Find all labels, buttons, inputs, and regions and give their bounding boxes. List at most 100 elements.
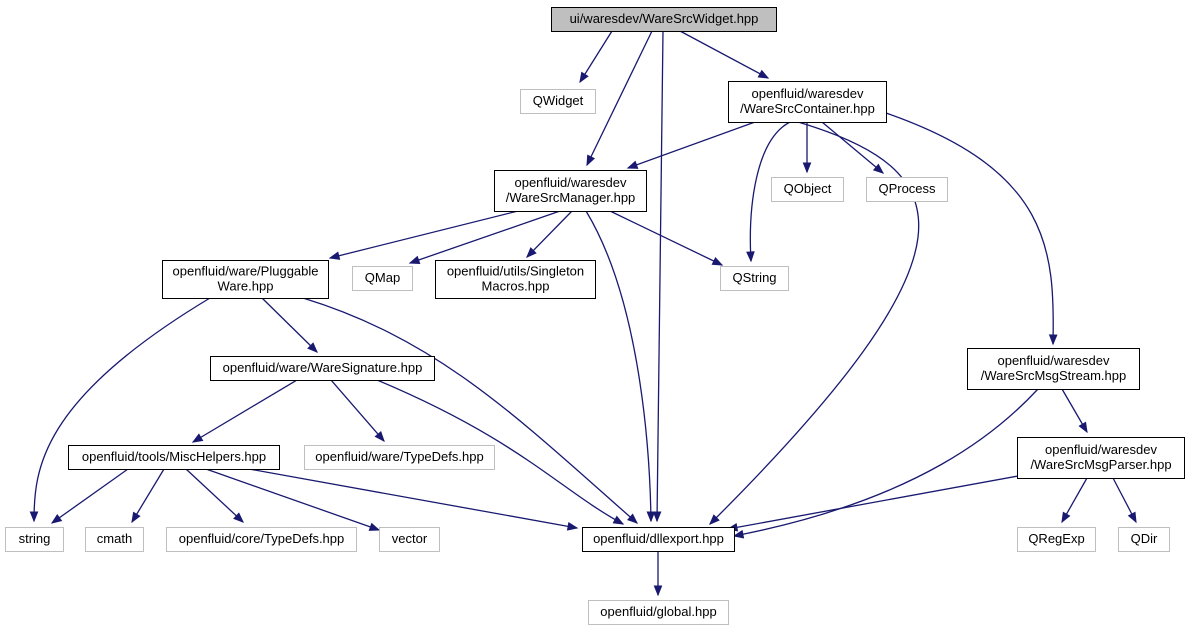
node-box bbox=[967, 348, 1140, 390]
node-signature[interactable]: openfluid/ware/WareSignature.hpp bbox=[210, 356, 435, 381]
node-manager[interactable]: openfluid/waresdev/WareSrcManager.hpp bbox=[494, 170, 647, 212]
edge-line bbox=[749, 121, 791, 262]
arrow-head bbox=[191, 433, 204, 443]
edges-layer bbox=[29, 30, 1137, 597]
edge-line bbox=[579, 30, 613, 83]
node-label: openfluid/utils/Singleton bbox=[447, 264, 584, 279]
node-label: QObject bbox=[784, 181, 832, 196]
edge-root-to-dllexport bbox=[652, 30, 664, 523]
edge-container-to-qobject bbox=[802, 122, 812, 174]
node-box bbox=[166, 527, 357, 552]
edge-line bbox=[727, 475, 1019, 530]
arrow-head bbox=[802, 162, 812, 174]
node-label: Ware.hpp bbox=[218, 279, 274, 294]
edge-root-to-qwidget bbox=[579, 30, 613, 84]
arrow-head bbox=[626, 160, 639, 169]
edge-dllexport-to-global bbox=[653, 551, 663, 597]
arrow-head bbox=[732, 529, 745, 539]
node-label: QString bbox=[732, 270, 776, 285]
node-box bbox=[1017, 527, 1096, 552]
arrow-head bbox=[1127, 511, 1137, 524]
arrow-head bbox=[579, 71, 589, 84]
edge-mischelpers-to-cmath bbox=[131, 468, 165, 524]
arrow-head bbox=[1078, 421, 1088, 434]
node-label: openfluid/global.hpp bbox=[600, 604, 716, 619]
node-label: openfluid/waresdev bbox=[751, 86, 864, 101]
node-root[interactable]: ui/waresdev/WareSrcWidget.hpp bbox=[551, 7, 777, 32]
node-label: ui/waresdev/WareSrcWidget.hpp bbox=[570, 11, 759, 26]
node-qdir: QDir bbox=[1118, 527, 1170, 552]
node-box bbox=[85, 527, 144, 552]
node-label: Macros.hpp bbox=[482, 279, 550, 294]
edge-line bbox=[33, 297, 211, 522]
node-label: /WareSrcMsgStream.hpp bbox=[981, 368, 1126, 383]
arrow-head bbox=[374, 430, 385, 443]
arrow-head bbox=[627, 513, 639, 524]
node-box bbox=[352, 266, 413, 291]
node-box bbox=[1118, 527, 1170, 552]
edge-line bbox=[192, 379, 298, 443]
node-box bbox=[494, 170, 647, 212]
edge-msgparser-to-qdir bbox=[1112, 477, 1137, 524]
node-label: openfluid/ware/WareSignature.hpp bbox=[223, 360, 423, 375]
edge-msgstream-to-msgparser bbox=[1061, 388, 1088, 434]
node-label: cmath bbox=[97, 531, 132, 546]
edge-line bbox=[733, 388, 1039, 537]
node-box bbox=[771, 177, 844, 202]
edge-container-to-msgstream bbox=[885, 112, 1058, 346]
edge-manager-to-dllexport bbox=[585, 210, 656, 523]
arrow-head bbox=[653, 585, 663, 597]
edge-mischelpers-to-dllexport bbox=[248, 468, 579, 531]
node-qmap: QMap bbox=[352, 266, 413, 291]
node-label: openfluid/ware/Pluggable bbox=[173, 264, 319, 279]
node-box bbox=[728, 81, 887, 123]
node-box bbox=[582, 527, 735, 552]
node-label: QWidget bbox=[533, 93, 584, 108]
node-string: string bbox=[5, 527, 64, 552]
node-mischelpers[interactable]: openfluid/tools/MiscHelpers.hpp bbox=[68, 445, 280, 470]
node-container[interactable]: openfluid/waresdev/WareSrcContainer.hpp bbox=[728, 81, 887, 123]
node-box bbox=[379, 527, 440, 552]
node-box bbox=[588, 600, 729, 625]
node-label: vector bbox=[392, 531, 428, 546]
edge-line bbox=[51, 468, 129, 524]
edge-msgparser-to-qregexp bbox=[1061, 477, 1088, 524]
edge-container-to-qstring bbox=[746, 121, 791, 263]
edge-line bbox=[679, 30, 769, 79]
node-label: QDir bbox=[1131, 531, 1158, 546]
node-label: openfluid/ware/TypeDefs.hpp bbox=[315, 449, 483, 464]
arrow-head bbox=[612, 515, 625, 525]
arrow-head bbox=[652, 511, 662, 523]
edge-line bbox=[131, 468, 165, 523]
edge-signature-to-waretypedefs bbox=[330, 379, 385, 443]
edge-line bbox=[709, 121, 920, 525]
node-label: QMap bbox=[365, 270, 400, 285]
node-cmath: cmath bbox=[85, 527, 144, 552]
arrow-head bbox=[233, 512, 244, 523]
edge-container-to-manager bbox=[626, 121, 756, 169]
edge-pluggable-to-string bbox=[29, 297, 211, 523]
node-label: openfluid/dllexport.hpp bbox=[593, 531, 724, 546]
edge-line bbox=[526, 210, 573, 258]
arrow-head bbox=[566, 522, 579, 531]
node-dllexport[interactable]: openfluid/dllexport.hpp bbox=[582, 527, 735, 552]
edge-msgparser-to-dllexport bbox=[726, 475, 1019, 532]
node-msgstream[interactable]: openfluid/waresdev/WareSrcMsgStream.hpp bbox=[967, 348, 1140, 390]
node-box bbox=[866, 177, 948, 202]
node-msgparser[interactable]: openfluid/waresdev/WareSrcMsgParser.hpp bbox=[1017, 437, 1185, 479]
arrow-head bbox=[307, 342, 318, 353]
edge-line bbox=[627, 121, 756, 169]
node-label: openfluid/waresdev bbox=[997, 353, 1110, 368]
edge-pluggable-to-signature bbox=[261, 297, 318, 353]
edge-line bbox=[205, 468, 380, 531]
edge-root-to-manager bbox=[586, 30, 653, 167]
node-qwidget: QWidget bbox=[520, 89, 596, 114]
arrow-head bbox=[526, 247, 537, 258]
edge-mischelpers-to-string bbox=[50, 468, 129, 524]
edge-manager-to-singleton bbox=[526, 210, 573, 258]
node-label: openfluid/core/TypeDefs.hpp bbox=[179, 531, 345, 546]
node-box bbox=[5, 527, 64, 552]
